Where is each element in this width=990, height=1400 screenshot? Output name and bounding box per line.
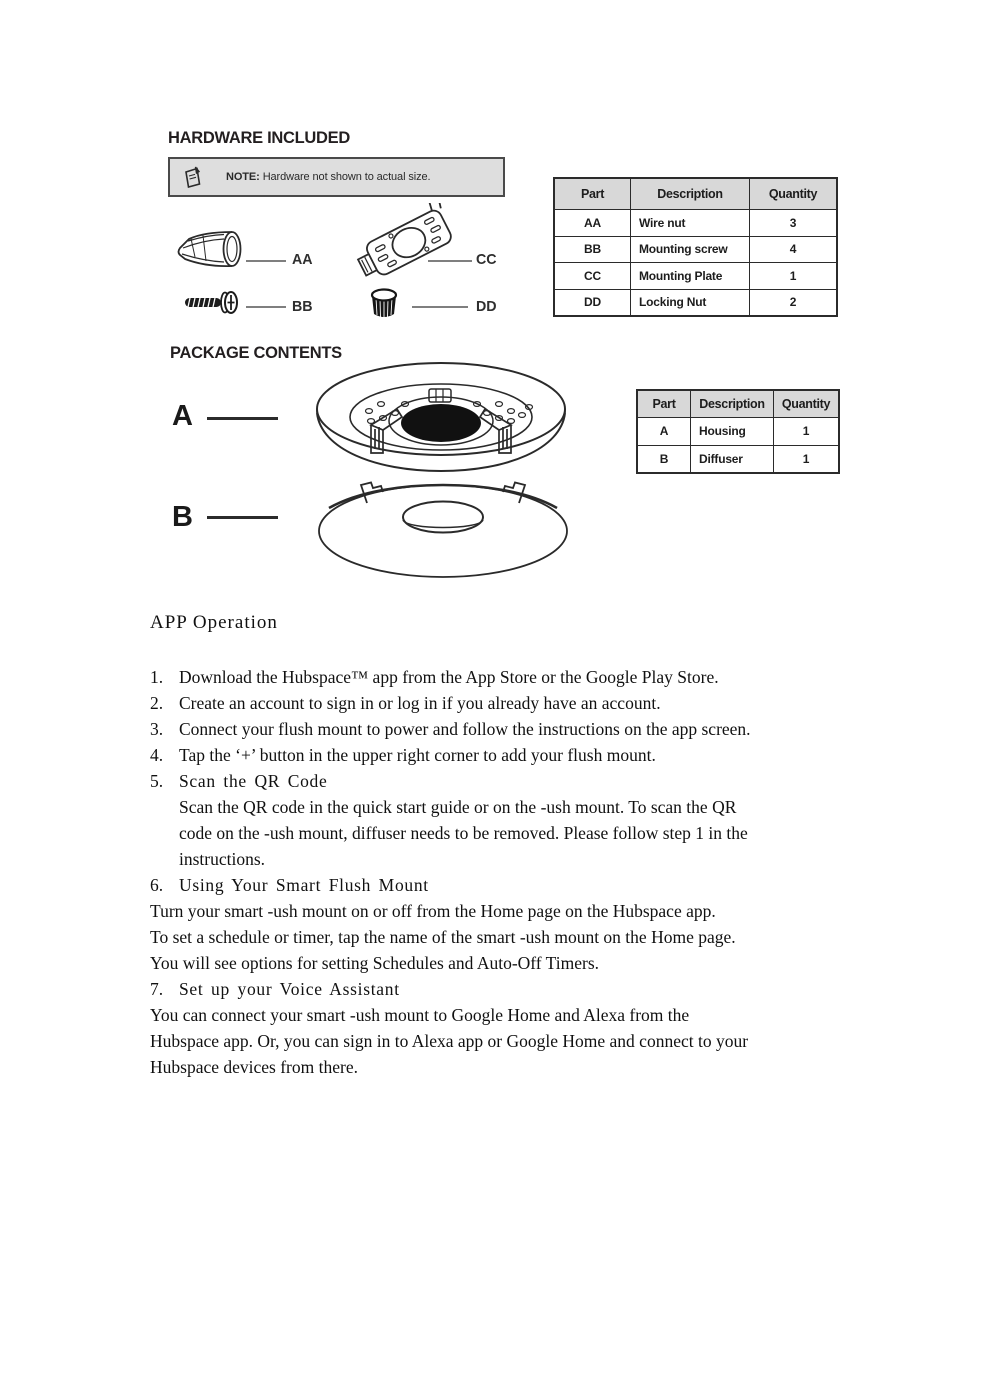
item-text: Set up your Voice Assistant [179,979,400,999]
item-text: Tap the ‘+’ button in the upper right co… [179,745,656,765]
list-item: 2. Create an account to sign in or log i… [150,690,850,716]
cell-description: Locking Nut [630,288,750,317]
table-row: B Diffuser 1 [636,444,840,474]
package-table: Part Description Quantity A Housing 1 B … [636,389,840,474]
package-table-header-row: Part Description Quantity [636,389,840,418]
app-operation-title: APP Operation [150,612,278,633]
hardware-table-header-row: Part Description Quantity [553,177,838,210]
hardware-col-quantity: Quantity [749,177,838,210]
item-number: 3. [150,719,164,739]
item-number [150,794,179,820]
app-operation-instructions: 1. Download the Hubspace™ app from the A… [150,664,850,1080]
item-number [150,846,179,872]
cell-part: BB [553,235,631,263]
leader-line-dd [412,306,468,308]
table-row: DD Locking Nut 2 [553,288,838,317]
package-col-description: Description [690,389,774,418]
part-label-b: B [172,501,193,533]
housing-illustration [313,357,570,479]
item-number: 4. [150,745,164,765]
part-label-aa: AA [292,251,313,268]
part-label-a: A [172,400,193,432]
cell-quantity: 3 [749,209,838,237]
list-item: 7. Set up your Voice Assistant [150,976,850,1002]
item-number: 2. [150,693,164,713]
item-text: Scan the QR Code [179,771,328,791]
item-number [150,820,179,846]
list-item-continuation: instructions. [150,846,850,872]
cell-quantity: 4 [749,235,838,263]
hardware-col-description: Description [630,177,750,210]
item-text: instructions. [179,849,266,869]
note-text: NOTE: Hardware not shown to actual size. [226,171,431,183]
cell-part: DD [553,288,631,317]
item-number: 1. [150,667,164,687]
paragraph-line: You can connect your smart -ush mount to… [150,1005,690,1025]
hardware-table: Part Description Quantity AA Wire nut 3 … [553,177,838,317]
item-number: 5. [150,771,164,791]
paragraph-line: You will see options for setting Schedul… [150,953,600,973]
cell-quantity: 1 [749,262,838,290]
list-item: 5. Scan the QR Code [150,768,850,794]
list-item: 4. Tap the ‘+’ button in the upper right… [150,742,850,768]
leader-line-b [207,516,278,519]
list-item-continuation: Scan the QR code in the quick start guid… [150,794,850,820]
note-box: NOTE: Hardware not shown to actual size. [168,157,505,197]
paragraph-line: Turn your smart -ush mount on or off fro… [150,901,716,921]
hardware-col-part: Part [553,177,631,210]
note-body: Hardware not shown to actual size. [259,171,431,183]
cell-part: A [636,417,691,446]
cell-quantity: 1 [773,417,840,446]
leader-line-cc [428,260,472,262]
paragraph-line: Hubspace app. Or, you can sign in to Ale… [150,1031,749,1051]
list-item-continuation: code on the -ush mount, diffuser needs t… [150,820,850,846]
part-label-bb: BB [292,298,313,315]
mounting-plate-illustration [354,203,462,281]
cell-part: B [636,444,691,474]
list-item: 3. Connect your flush mount to power and… [150,716,850,742]
item-text: Download the Hubspace™ app from the App … [179,667,719,687]
list-item: 6. Using Your Smart Flush Mount [150,872,850,898]
cell-part: AA [553,209,631,237]
leader-line-aa [246,260,286,262]
paragraph-line: To set a schedule or timer, tap the name… [150,927,736,947]
item-text: Using Your Smart Flush Mount [179,875,429,895]
diffuser-illustration [315,477,571,581]
table-row: AA Wire nut 3 [553,209,838,237]
leader-line-a [207,417,278,420]
cell-part: CC [553,262,631,290]
wire-nut-illustration [176,228,248,270]
part-label-dd: DD [476,298,497,315]
item-text: code on the -ush mount, diffuser needs t… [179,823,748,843]
cell-description: Mounting screw [630,235,750,263]
item-number: 7. [150,979,164,999]
item-text: Connect your flush mount to power and fo… [179,719,751,739]
item-text: Create an account to sign in or log in i… [179,693,661,713]
cell-quantity: 2 [749,288,838,317]
package-contents-heading: PACKAGE CONTENTS [170,343,342,362]
locking-nut-illustration [369,286,399,320]
cell-quantity: 1 [773,444,840,474]
part-label-cc: CC [476,251,497,268]
hardware-included-heading: HARDWARE INCLUDED [168,128,350,147]
package-col-part: Part [636,389,691,418]
cell-description: Mounting Plate [630,262,750,290]
cell-description: Wire nut [630,209,750,237]
note-label: NOTE: [226,171,260,183]
item-text: Scan the QR code in the quick start guid… [179,797,737,817]
package-col-quantity: Quantity [773,389,840,418]
leader-line-bb [246,306,286,308]
paragraph-line: Hubspace devices from there. [150,1057,358,1077]
cell-description: Housing [690,417,774,446]
table-row: A Housing 1 [636,417,840,446]
cell-description: Diffuser [690,444,774,474]
item-number: 6. [150,875,164,895]
mounting-screw-illustration [183,290,241,314]
table-row: BB Mounting screw 4 [553,235,838,263]
list-item: 1. Download the Hubspace™ app from the A… [150,664,850,690]
table-row: CC Mounting Plate 1 [553,262,838,290]
note-icon [182,165,204,189]
